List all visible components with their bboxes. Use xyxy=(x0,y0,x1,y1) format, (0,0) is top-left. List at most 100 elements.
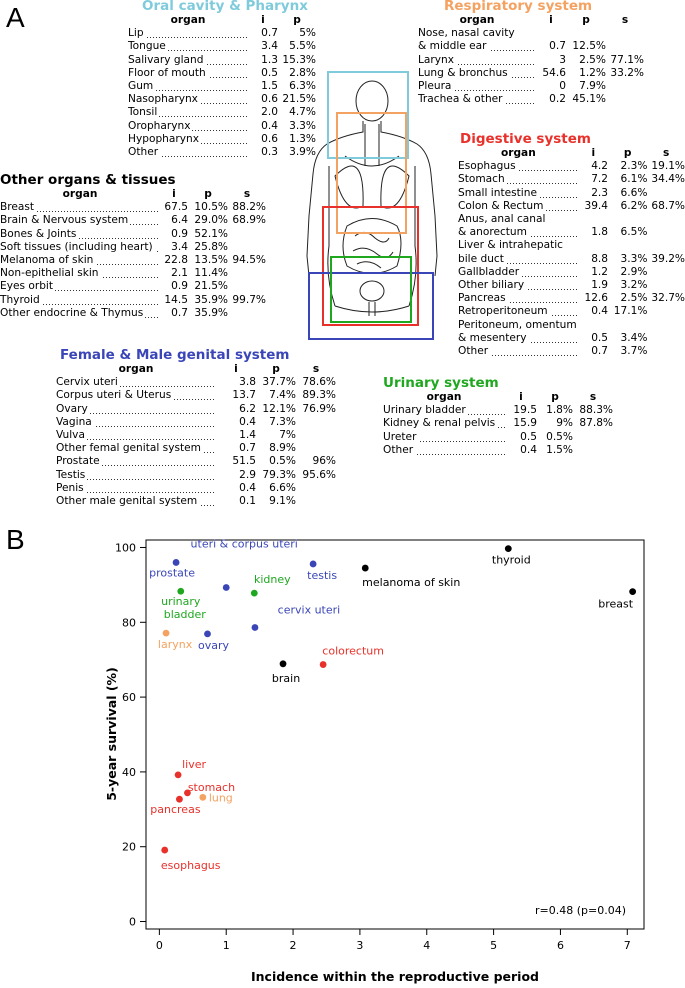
value-cell: 95.6% xyxy=(302,468,336,481)
y-tick-label: 100 xyxy=(115,541,136,554)
value-cell xyxy=(647,226,685,239)
organ-name: Gallbladder xyxy=(458,265,522,278)
value-cell: 0.4 xyxy=(591,305,609,318)
column-header: organ xyxy=(426,391,462,403)
oral-title: Oral cavity & Pharynx xyxy=(142,0,308,14)
point-label-stomach: stomach xyxy=(188,781,235,794)
value-cell: 0.2 xyxy=(549,93,566,106)
value-cell: 89.3% xyxy=(302,389,336,402)
organ-name: Corpus uteri & Uterus xyxy=(56,389,174,402)
organ-name: Floor of mouth xyxy=(128,66,208,79)
respiratory-title: Respiratory system xyxy=(444,0,593,14)
y-tick-label: 40 xyxy=(122,766,136,779)
organ-name: Other xyxy=(383,443,416,456)
value-cell: 54.6 xyxy=(542,66,566,79)
value-cell: 11.4% xyxy=(194,267,228,280)
value-cell: 0.5 xyxy=(261,66,278,79)
value-cell: 0.7 xyxy=(239,442,256,455)
point-label-lung: lung xyxy=(209,791,233,804)
point-esophagus xyxy=(161,846,169,854)
x-tick-label: 2 xyxy=(290,939,297,952)
value-cell: 33.2% xyxy=(610,66,644,79)
y-tick-label: 80 xyxy=(122,616,136,629)
organ-name: Small intestine xyxy=(458,186,539,199)
value-cell xyxy=(647,332,685,345)
value-cell: 68.7% xyxy=(651,199,685,212)
value-cell xyxy=(579,319,608,332)
table-row: Anus, anal canal xyxy=(458,213,685,226)
organ-name: Melanoma of skin xyxy=(0,254,96,267)
organ-name: Other biliary xyxy=(458,279,527,292)
value-cell xyxy=(296,429,336,442)
value-cell: 1.2 xyxy=(591,265,609,278)
value-cell xyxy=(647,305,685,318)
point-kidney xyxy=(250,589,258,597)
value-cell: 2.1 xyxy=(171,267,188,280)
value-cell: 0.5% xyxy=(546,430,573,443)
value-cell: 2.8% xyxy=(289,66,316,79)
value-cell: 2.3% xyxy=(620,160,648,173)
point-label-thyroid: thyroid xyxy=(492,554,531,567)
value-cell: 0.7 xyxy=(171,306,188,319)
organ-name: Anus, anal canal xyxy=(458,213,548,226)
point-brain xyxy=(279,660,287,668)
value-cell: 3.7% xyxy=(620,345,648,358)
value-cell: 2.0 xyxy=(261,106,278,119)
organ-name: Colon & Rectum xyxy=(458,199,546,212)
value-cell xyxy=(608,213,647,226)
value-cell: 6.6% xyxy=(269,481,296,494)
value-cell: 0.5 xyxy=(520,430,537,443)
value-cell xyxy=(228,241,266,254)
value-cell: 6.4 xyxy=(171,214,188,227)
point-label-melanoma-of-skin: melanoma of skin xyxy=(362,576,460,589)
value-cell xyxy=(573,431,613,444)
value-cell: 21.5% xyxy=(194,280,228,293)
organ-name: Vagina xyxy=(56,415,94,428)
value-cell: 2.9% xyxy=(620,265,648,278)
value-cell: 3 xyxy=(559,53,566,66)
x-tick-label: 5 xyxy=(490,939,497,952)
organ-name: Testis xyxy=(56,468,88,481)
organ-name: Tongue xyxy=(128,40,168,53)
value-cell: 32.7% xyxy=(651,292,685,305)
digestive-title: Digestive system xyxy=(460,131,591,147)
value-cell: 14.5 xyxy=(164,293,188,306)
organ-name: Prostate xyxy=(56,455,102,468)
panel-label-b: B xyxy=(6,524,25,555)
value-cell xyxy=(228,280,266,293)
organ-name: Other xyxy=(458,345,491,358)
value-cell: 0.5 xyxy=(591,331,609,344)
organ-name: Ovary xyxy=(56,402,90,415)
genital-title: Female & Male genital system xyxy=(60,347,290,363)
value-cell xyxy=(579,213,608,226)
value-cell: 3.4 xyxy=(171,240,188,253)
point-testis xyxy=(309,560,317,568)
value-cell: 1.5% xyxy=(546,443,573,456)
organ-name: Cervix uteri xyxy=(56,376,120,389)
value-cell xyxy=(647,279,685,292)
value-cell: 19.5 xyxy=(513,404,537,417)
point-label-cervix-uteri: cervix uteri xyxy=(278,604,341,617)
other-title: Other organs & tissues xyxy=(0,172,176,188)
value-cell: 1.3 xyxy=(261,53,278,66)
value-cell xyxy=(606,40,644,53)
point-breast xyxy=(629,588,637,596)
value-cell xyxy=(647,345,685,358)
